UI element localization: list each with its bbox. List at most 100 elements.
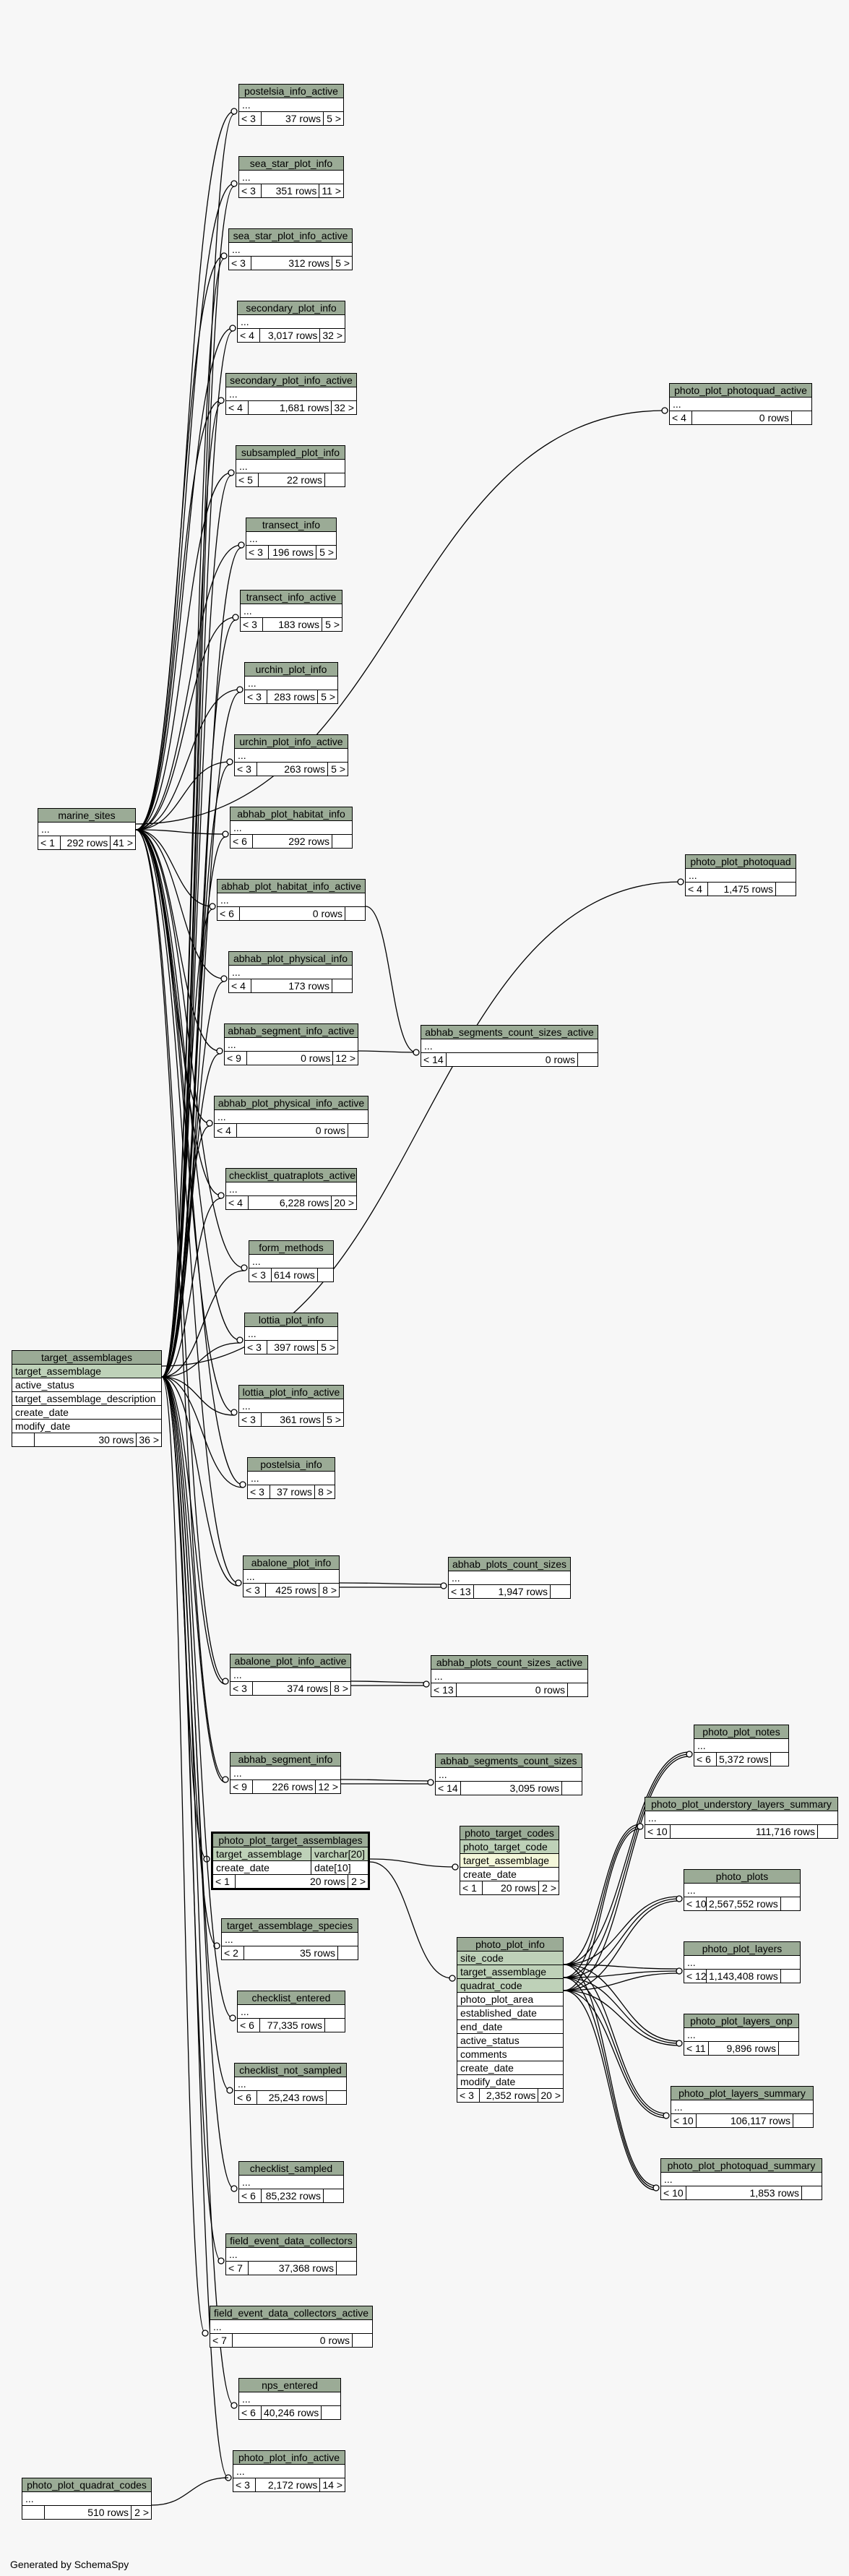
- table-header[interactable]: checklist_sampled: [239, 2162, 343, 2176]
- table-header[interactable]: form_methods: [249, 1241, 333, 1255]
- table-header[interactable]: abhab_plot_habitat_info_active: [217, 880, 365, 893]
- table-header[interactable]: photo_plots: [684, 1870, 800, 1884]
- table-photo-target-codes[interactable]: photo_target_codes photo_target_code tar…: [460, 1826, 559, 1895]
- table-header[interactable]: field_event_data_collectors_active: [210, 2306, 372, 2320]
- table-header[interactable]: marine_sites: [38, 809, 135, 823]
- table-header[interactable]: abhab_segments_count_sizes_active: [421, 1026, 598, 1039]
- table-photo-plot-understory-layers-summary[interactable]: photo_plot_understory_layers_summary ...…: [645, 1797, 838, 1839]
- table-header[interactable]: field_event_data_collectors: [226, 2234, 356, 2248]
- table-header[interactable]: lottia_plot_info_active: [239, 1386, 343, 1399]
- table-header[interactable]: postelsia_info_active: [239, 85, 343, 98]
- table-photo-plot-info[interactable]: photo_plot_info site_code target_assembl…: [457, 1937, 564, 2103]
- table-header[interactable]: photo_plot_quadrat_codes: [22, 2478, 151, 2492]
- table-header[interactable]: sea_star_plot_info: [239, 157, 343, 171]
- table-header[interactable]: photo_plot_info_active: [233, 2451, 345, 2465]
- table-header[interactable]: abalone_plot_info_active: [230, 1654, 350, 1668]
- table-header[interactable]: abhab_segment_info_active: [225, 1024, 358, 1038]
- table-header[interactable]: sea_star_plot_info_active: [229, 229, 352, 243]
- table-header[interactable]: checklist_quatraplots_active: [226, 1169, 356, 1182]
- table-header[interactable]: transect_info: [246, 518, 336, 532]
- table-header[interactable]: target_assemblage_species: [222, 1919, 358, 1933]
- table-header[interactable]: photo_plot_layers_summary: [671, 2087, 813, 2100]
- table-header[interactable]: photo_plot_photoquad_summary: [661, 2159, 822, 2173]
- table-header[interactable]: abhab_plot_physical_info: [229, 952, 352, 966]
- table-header[interactable]: photo_plot_photoquad_active: [670, 384, 811, 398]
- table-header[interactable]: urchin_plot_info: [245, 663, 337, 677]
- table-header[interactable]: photo_plot_layers: [684, 1942, 800, 1956]
- table-header[interactable]: checklist_entered: [238, 1991, 345, 2005]
- table-header[interactable]: photo_plot_layers_onp: [684, 2014, 798, 2028]
- table-header[interactable]: secondary_plot_info: [238, 301, 345, 315]
- table-header[interactable]: photo_plot_target_assemblages: [213, 1834, 368, 1847]
- table-field-event-data-collectors-active[interactable]: field_event_data_collectors_active ... <…: [210, 2306, 373, 2348]
- table-abhab-segments-count-sizes-active[interactable]: abhab_segments_count_sizes_active ... < …: [421, 1025, 598, 1067]
- table-header[interactable]: subsampled_plot_info: [236, 446, 345, 460]
- table-photo-plot-target-assemblages[interactable]: photo_plot_target_assemblages target_ass…: [211, 1832, 370, 1890]
- table-header[interactable]: photo_plot_info: [457, 1938, 563, 1952]
- table-header[interactable]: postelsia_info: [248, 1458, 335, 1472]
- table-header[interactable]: abhab_plot_habitat_info: [230, 807, 352, 821]
- table-header[interactable]: transect_info_active: [241, 591, 342, 604]
- table-header[interactable]: photo_plot_notes: [694, 1725, 788, 1739]
- table-header[interactable]: abhab_plots_count_sizes_active: [431, 1656, 587, 1670]
- table-header[interactable]: photo_plot_understory_layers_summary: [645, 1798, 837, 1811]
- table-header[interactable]: checklist_not_sampled: [235, 2064, 346, 2077]
- table-header[interactable]: photo_target_codes: [460, 1826, 559, 1840]
- table-header[interactable]: abhab_segments_count_sizes: [436, 1754, 582, 1768]
- table-header[interactable]: abhab_plots_count_sizes: [449, 1558, 570, 1571]
- table-header[interactable]: target_assemblages: [12, 1351, 161, 1365]
- table-header[interactable]: lottia_plot_info: [245, 1313, 337, 1327]
- table-header[interactable]: urchin_plot_info_active: [235, 735, 348, 749]
- table-header[interactable]: nps_entered: [239, 2379, 340, 2392]
- table-header[interactable]: secondary_plot_info_active: [226, 374, 356, 387]
- table-header[interactable]: abhab_segment_info: [230, 1753, 340, 1766]
- table-header[interactable]: abhab_plot_physical_info_active: [215, 1096, 368, 1110]
- table-header[interactable]: abalone_plot_info: [244, 1556, 339, 1570]
- table-header[interactable]: photo_plot_photoquad: [686, 855, 796, 869]
- table-target-assemblages[interactable]: target_assemblages target_assemblage act…: [12, 1350, 162, 1447]
